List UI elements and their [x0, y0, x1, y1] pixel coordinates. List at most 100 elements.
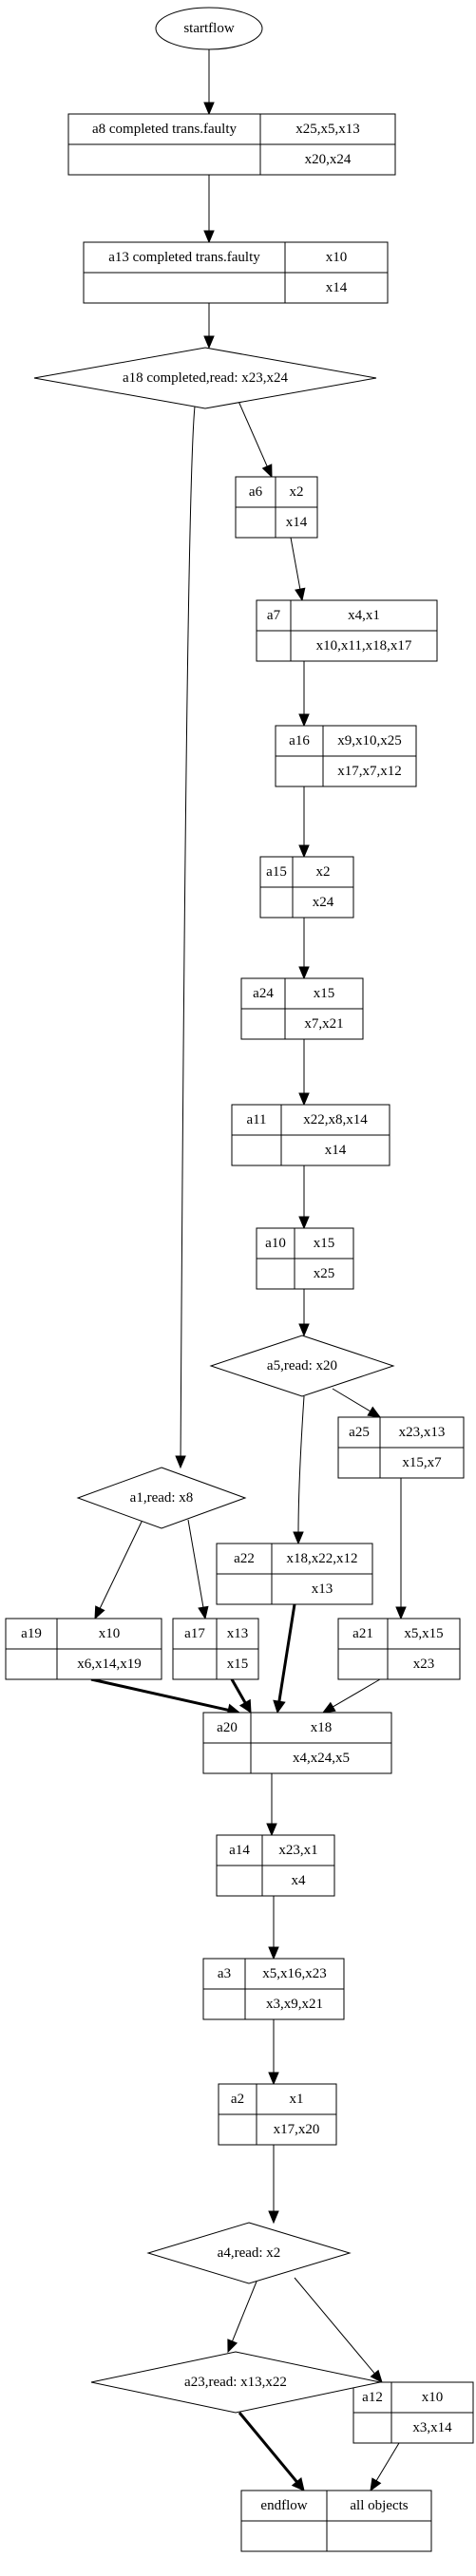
activity-top-vars: x9,x10,x25	[337, 733, 402, 748]
arrowhead	[268, 2210, 279, 2225]
decision-diamond	[90, 2351, 381, 2414]
activity-a14: a14 x23,x1 x4	[216, 1834, 335, 1897]
activity-top-vars: x5,x15	[404, 1626, 443, 1641]
activity-bottom-vars: x24	[313, 895, 334, 910]
arrowhead	[395, 1606, 407, 1620]
activity-bottom-vars: x17,x7,x12	[337, 764, 402, 779]
end-node: endflow all objects	[240, 2490, 432, 2552]
activity-top-vars: x2	[316, 864, 331, 880]
arrowhead	[291, 2477, 305, 2491]
activity-name: a7	[267, 608, 281, 623]
decision-diamond	[146, 2222, 352, 2284]
arrowhead	[370, 2369, 383, 2383]
arrowhead	[238, 1698, 252, 1714]
activity-bottom-vars: x23	[413, 1657, 435, 1672]
activity-name: a13 completed trans.faulty	[108, 250, 260, 265]
activity-a17: a17 x13 x15	[172, 1618, 259, 1680]
arrowhead	[298, 966, 310, 980]
activity-bottom-vars: x14	[326, 280, 348, 295]
flow-edge	[294, 2277, 376, 2376]
arrowhead	[203, 335, 215, 350]
decision-diamond	[33, 347, 377, 409]
flow-edge	[331, 1678, 381, 1709]
activity-top-vars: x13	[227, 1626, 249, 1641]
arrowhead	[367, 1406, 382, 1418]
activity-top-vars: x10	[99, 1626, 121, 1641]
activity-bottom-vars: x15,x7	[402, 1455, 442, 1470]
arrowhead	[268, 1946, 279, 1960]
activity-top-vars: x22,x8,x14	[303, 1112, 368, 1127]
start-label: startflow	[183, 21, 234, 36]
activity-name: a20	[217, 1720, 238, 1735]
activity-bottom-vars: x4,x24,x5	[293, 1751, 350, 1766]
activity-name: a17	[184, 1626, 205, 1641]
arrowhead	[298, 1216, 310, 1230]
activity-top-vars: x10	[326, 250, 348, 265]
decision-label: a18 completed,read: x23,x24	[123, 370, 289, 386]
arrowhead	[298, 1323, 310, 1337]
activity-bottom-vars: x15	[227, 1657, 249, 1672]
flow-edge	[187, 1519, 204, 1610]
end-note: all objects	[350, 2498, 408, 2513]
flow-edge	[180, 406, 196, 1459]
arrowhead	[298, 844, 310, 859]
arrowhead	[266, 1823, 277, 1837]
arrowhead	[203, 230, 215, 244]
activity-bottom-vars: x20,x24	[305, 152, 352, 167]
activity-bottom-vars: x4	[292, 1873, 307, 1888]
activity-name: a2	[231, 2092, 244, 2107]
activity-bottom-vars: x13	[312, 1582, 333, 1597]
activity-top-vars: x4,x1	[348, 608, 380, 623]
activity-name: a19	[21, 1626, 42, 1641]
arrowhead	[321, 1701, 336, 1714]
activity-bottom-vars: x3,x9,x21	[266, 1997, 323, 2012]
arrowhead	[293, 1531, 304, 1545]
activity-bottom-vars: x14	[286, 515, 308, 530]
start-node: startflow	[155, 7, 263, 50]
flow-edge	[231, 2281, 257, 2343]
activity-top-vars: x15	[314, 986, 335, 1001]
arrowhead	[298, 1092, 310, 1107]
decision-a23: a23,read: x13,x22	[90, 2351, 381, 2414]
flow-edge	[277, 1603, 296, 1704]
arrowhead	[295, 587, 306, 602]
activity-bottom-vars: x3,x14	[412, 2420, 452, 2435]
activity-top-vars: x18	[311, 1720, 333, 1735]
end-label: endflow	[260, 2498, 307, 2513]
decision-label: a23,read: x13,x22	[184, 2375, 287, 2390]
decision-diamond	[209, 1335, 395, 1397]
activity-name: a24	[253, 986, 274, 1001]
arrowhead	[370, 2477, 382, 2492]
activity-name: a8 completed trans.faulty	[92, 122, 238, 137]
flow-edge	[230, 1678, 248, 1706]
arrowhead	[273, 1699, 286, 1714]
activity-a20: a20 x18 x4,x24,x5	[202, 1712, 392, 1774]
activity-name: a3	[218, 1966, 231, 1981]
activity-top-vars: x23,x1	[278, 1843, 317, 1858]
activity-name: a15	[266, 864, 287, 880]
activity-bottom-vars: x17,x20	[274, 2122, 320, 2137]
decision-label: a4,read: x2	[218, 2245, 281, 2261]
decision-a1: a1,read: x8	[76, 1467, 247, 1529]
arrowhead	[175, 1455, 186, 1469]
activity-name: a6	[249, 484, 263, 500]
start-ellipse	[155, 7, 263, 50]
activity-name: a22	[234, 1551, 255, 1566]
activity-bottom-vars: x7,x21	[304, 1016, 343, 1032]
activity-top-vars: x23,x13	[399, 1425, 446, 1440]
arrowhead	[198, 1605, 209, 1620]
activity-name: a14	[229, 1843, 250, 1858]
